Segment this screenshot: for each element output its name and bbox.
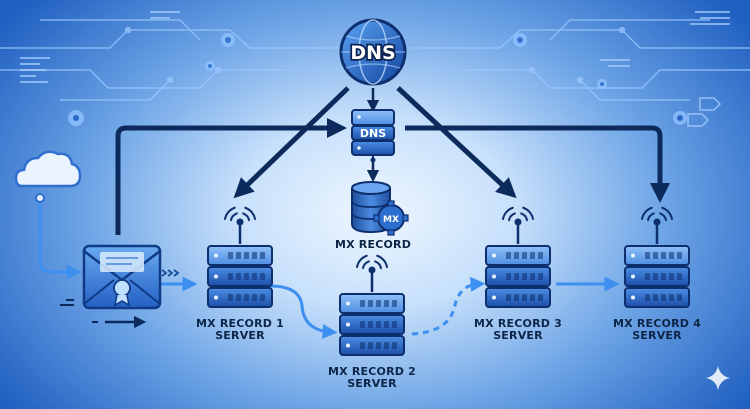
tag-icon [687,97,722,127]
code-lines-decoration [20,11,730,83]
arrow-server-1-to-server-2 [269,284,338,339]
server-1-label-line2: SERVER [215,329,265,342]
server-2-icon [339,254,405,356]
email-envelope-icon [82,244,162,310]
circuit-decoration [0,19,750,101]
server-4-icon [624,206,690,308]
server-1-label: MX RECORD 1 SERVER [170,318,310,342]
arrow-email-to-dns [115,118,347,235]
server-4-label-line2: SERVER [632,329,682,342]
servers-layer [207,206,690,356]
dns-globe-icon: DNS [339,18,407,86]
server-4-label: MX RECORD 4 SERVER [587,318,727,342]
dns-server-icon: DNS [351,109,395,163]
arrow-server-2-to-server-3 [411,276,486,336]
cloud-icon [14,150,82,203]
dns-hub-label: DNS [350,42,395,64]
arrow-cloud-to-email [38,196,82,280]
server-2-label: MX RECORD 2 SERVER [302,366,442,390]
server-3-icon [485,206,551,308]
chevron-right-icon [161,269,180,277]
server-3-label-line2: SERVER [493,329,543,342]
mx-record-label: MX RECORD [334,238,412,251]
motion-lines [60,299,147,329]
mx-badge-label: MX [383,215,399,225]
server-3-label-line1: MX RECORD 3 [474,317,562,330]
server-2-label-line1: MX RECORD 2 [328,365,416,378]
server-2-label-line2: SERVER [347,377,397,390]
mx-badge-gear-icon: MX [373,200,409,236]
server-1-label-line1: MX RECORD 1 [196,317,284,330]
arrow-dns-to-server-3 [396,86,517,199]
server-1-icon [207,206,273,308]
dns-server-label: DNS [360,127,386,140]
arrow-dns-to-server-4 [405,125,670,203]
gear-icon [68,33,687,126]
server-3-label: MX RECORD 3 SERVER [448,318,588,342]
arrow-dns-to-server-1 [233,86,350,199]
sparkle-icon [706,366,730,390]
server-4-label-line1: MX RECORD 4 [613,317,701,330]
